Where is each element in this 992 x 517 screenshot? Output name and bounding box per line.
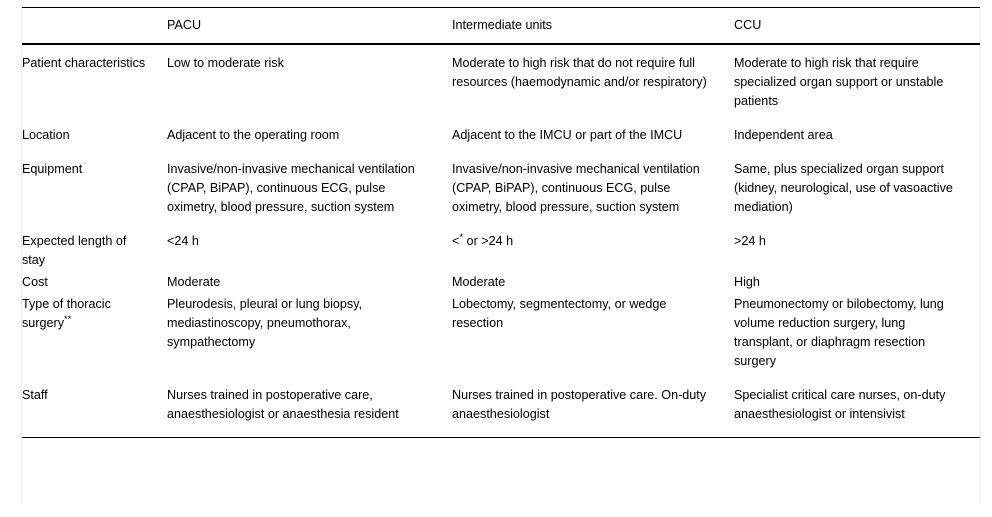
- cell-thoracic-surgery-pacu: Pleurodesis, pleural or lung biopsy, med…: [167, 292, 452, 383]
- cell-equipment-imu: Invasive/non-invasive mechanical ventila…: [452, 157, 734, 229]
- length-of-stay-imu-prefix: <: [452, 234, 460, 248]
- row-label-type-of-thoracic-surgery: Type of thoracic surgery**: [22, 292, 167, 383]
- column-header-label: [22, 7, 167, 45]
- table-row: Expected length of stay <24 h <* or >24 …: [22, 229, 980, 270]
- column-header-intermediate-units: Intermediate units: [452, 7, 734, 45]
- care-unit-comparison-table: PACU Intermediate units CCU Patient char…: [22, 7, 980, 438]
- length-of-stay-imu-suffix: or >24 h: [463, 234, 514, 248]
- cell-length-of-stay-imu: <* or >24 h: [452, 229, 734, 270]
- cell-thoracic-surgery-ccu: Pneumonectomy or bilobectomy, lung volum…: [734, 292, 980, 383]
- cell-text: Pleurodesis, pleural or lung biopsy, med…: [167, 297, 363, 349]
- column-header-pacu: PACU: [167, 7, 452, 45]
- cell-text: <* or >24 h: [452, 229, 720, 251]
- cell-text: <24 h: [167, 234, 199, 248]
- cell-text: High: [734, 275, 760, 289]
- cell-patient-characteristics-pacu: Low to moderate risk: [167, 44, 452, 123]
- table-container: PACU Intermediate units CCU Patient char…: [22, 7, 980, 438]
- bottom-rule-segment: [22, 424, 167, 438]
- row-label-staff: Staff: [22, 383, 167, 424]
- cell-text: Independent area: [734, 128, 833, 142]
- cell-staff-imu: Nurses trained in postoperative care. On…: [452, 383, 734, 424]
- cell-text: Type of thoracic surgery**: [22, 292, 153, 345]
- row-label-location: Location: [22, 123, 167, 157]
- table-header: PACU Intermediate units CCU: [22, 7, 980, 45]
- table-row: Equipment Invasive/non-invasive mechanic…: [22, 157, 980, 229]
- column-header-ccu: CCU: [734, 7, 980, 45]
- cell-cost-ccu: High: [734, 270, 980, 292]
- cell-text: Expected length of stay: [22, 234, 127, 267]
- footnote-marker-asterisk: *: [459, 231, 464, 243]
- cell-thoracic-surgery-imu: Lobectomy, segmentectomy, or wedge resec…: [452, 292, 734, 383]
- cell-text: Equipment: [22, 162, 83, 176]
- cell-text: Lobectomy, segmentectomy, or wedge resec…: [452, 297, 667, 330]
- cell-text: Invasive/non-invasive mechanical ventila…: [452, 162, 700, 214]
- cell-equipment-ccu: Same, plus specialized organ support (ki…: [734, 157, 980, 229]
- cell-location-pacu: Adjacent to the operating room: [167, 123, 452, 157]
- row-label-cost: Cost: [22, 270, 167, 292]
- table-row: Location Adjacent to the operating room …: [22, 123, 980, 157]
- table-bottom-rule: [22, 424, 980, 438]
- cell-text: Cost: [22, 275, 48, 289]
- cell-text: Adjacent to the operating room: [167, 128, 340, 142]
- row-label-expected-length-of-stay: Expected length of stay: [22, 229, 167, 270]
- cell-text: Moderate: [167, 275, 221, 289]
- cell-patient-characteristics-ccu: Moderate to high risk that require speci…: [734, 44, 980, 123]
- cell-text: Moderate to high risk that require speci…: [734, 56, 944, 108]
- cell-staff-pacu: Nurses trained in postoperative care, an…: [167, 383, 452, 424]
- bottom-rule-segment: [167, 424, 452, 438]
- row-label-equipment: Equipment: [22, 157, 167, 229]
- cell-text: Specialist critical care nurses, on-duty…: [734, 388, 946, 421]
- cell-text: Same, plus specialized organ support (ki…: [734, 162, 953, 214]
- cell-equipment-pacu: Invasive/non-invasive mechanical ventila…: [167, 157, 452, 229]
- table-row: Patient characteristics Low to moderate …: [22, 44, 980, 123]
- cell-text: Nurses trained in postoperative care. On…: [452, 388, 707, 421]
- cell-text: Staff: [22, 388, 48, 402]
- cell-text: Patient characteristics: [22, 56, 146, 70]
- cell-location-ccu: Independent area: [734, 123, 980, 157]
- cell-staff-ccu: Specialist critical care nurses, on-duty…: [734, 383, 980, 424]
- cell-text: Adjacent to the IMCU or part of the IMCU: [452, 128, 683, 142]
- table-header-row: PACU Intermediate units CCU: [22, 7, 980, 45]
- bottom-rule-segment: [452, 424, 734, 438]
- row-label-patient-characteristics: Patient characteristics: [22, 44, 167, 123]
- bottom-rule-segment: [734, 424, 980, 438]
- type-of-thoracic-surgery-text: Type of thoracic surgery: [22, 297, 111, 330]
- table-row: Type of thoracic surgery** Pleurodesis, …: [22, 292, 980, 383]
- cell-length-of-stay-ccu: >24 h: [734, 229, 980, 270]
- footnote-marker-double-asterisk: **: [64, 313, 72, 325]
- cell-text: Nurses trained in postoperative care, an…: [167, 388, 399, 421]
- cell-text: Location: [22, 128, 70, 142]
- table-row: Cost Moderate Moderate High: [22, 270, 980, 292]
- cell-text: Moderate: [452, 275, 506, 289]
- cell-text: Moderate to high risk that do not requir…: [452, 56, 707, 89]
- cell-text: Invasive/non-invasive mechanical ventila…: [167, 162, 415, 214]
- cell-patient-characteristics-imu: Moderate to high risk that do not requir…: [452, 44, 734, 123]
- table-row: Staff Nurses trained in postoperative ca…: [22, 383, 980, 424]
- cell-location-imu: Adjacent to the IMCU or part of the IMCU: [452, 123, 734, 157]
- table-body: Patient characteristics Low to moderate …: [22, 44, 980, 438]
- cell-text: Pneumonectomy or bilobectomy, lung volum…: [734, 297, 944, 368]
- cell-text: Low to moderate risk: [167, 56, 284, 70]
- cell-text: >24 h: [734, 234, 766, 248]
- cell-cost-pacu: Moderate: [167, 270, 452, 292]
- cell-cost-imu: Moderate: [452, 270, 734, 292]
- cell-length-of-stay-pacu: <24 h: [167, 229, 452, 270]
